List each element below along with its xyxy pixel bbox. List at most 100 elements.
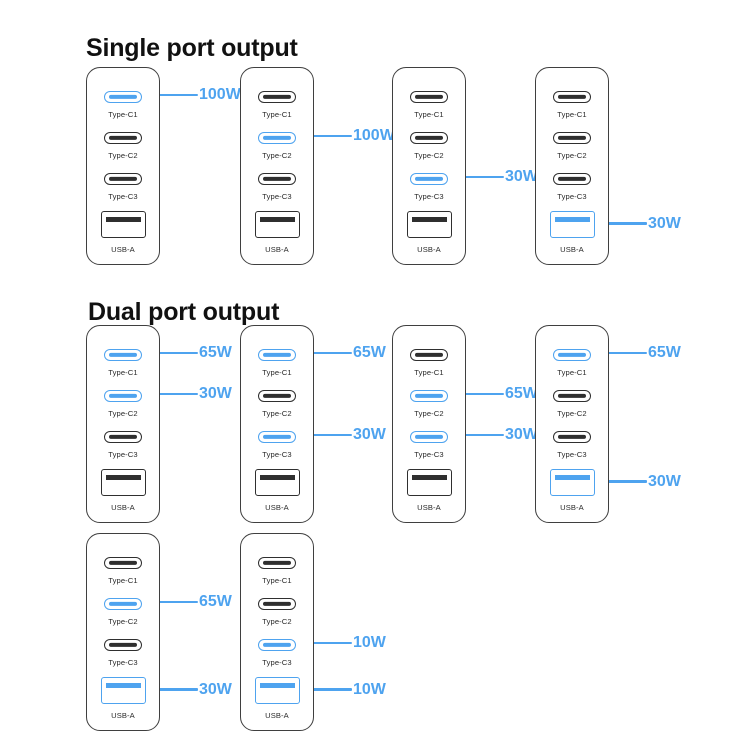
port-label: USB-A [111, 502, 135, 512]
usb-a-port-icon [254, 211, 300, 238]
port-c1-dual-6: Type-C1 [241, 556, 313, 585]
type-c-port-icon [258, 91, 296, 103]
usb-a-port-icon [406, 211, 452, 238]
wattage-label: 30W [505, 168, 538, 185]
port-label: Type-C1 [414, 367, 444, 377]
port-label: Type-C2 [108, 616, 138, 626]
port-label: USB-A [111, 710, 135, 720]
port-label: Type-C3 [108, 657, 138, 667]
type-c-port-icon [553, 349, 591, 361]
port-c2-dual-1: Type-C2 [87, 389, 159, 418]
port-label: Type-C2 [262, 408, 292, 418]
port-c3-single-1: Type-C3 [87, 172, 159, 201]
port-c1-single-4: Type-C1 [536, 90, 608, 119]
type-c-port-icon [104, 390, 142, 402]
type-c-port-icon [410, 431, 448, 443]
usb-a-port-icon [549, 469, 595, 496]
port-c2-dual-4: Type-C2 [536, 389, 608, 418]
section-title-single-port: Single port output [86, 33, 298, 62]
port-c1-dual-2: Type-C1 [241, 348, 313, 377]
type-c-port-icon [104, 557, 142, 569]
port-label: USB-A [265, 710, 289, 720]
port-c3-dual-4: Type-C3 [536, 430, 608, 459]
usb-a-port-icon [254, 677, 300, 704]
port-label: Type-C1 [414, 109, 444, 119]
type-c-port-icon [553, 431, 591, 443]
wattage-label: 30W [648, 472, 681, 490]
type-c-port-icon [553, 173, 591, 185]
port-c2-dual-2: Type-C2 [241, 389, 313, 418]
port-c3-dual-3: Type-C3 [393, 430, 465, 459]
port-label: Type-C2 [557, 408, 587, 418]
port-label: Type-C3 [414, 191, 444, 201]
port-label: USB-A [417, 502, 441, 512]
usb-a-port-icon [549, 211, 595, 238]
wattage-label: 30W [505, 426, 538, 443]
type-c-port-icon [410, 132, 448, 144]
port-c3-dual-6: Type-C3 [241, 638, 313, 667]
usb-a-port-icon [100, 469, 146, 496]
port-label: Type-C3 [262, 449, 292, 459]
port-label: Type-C3 [557, 191, 587, 201]
type-c-port-icon [104, 132, 142, 144]
port-label: Type-C1 [262, 575, 292, 585]
type-c-port-icon [258, 557, 296, 569]
port-label: Type-C1 [262, 109, 292, 119]
type-c-port-icon [104, 349, 142, 361]
port-c3-dual-1: Type-C3 [87, 430, 159, 459]
port-c1-single-1: Type-C1 [87, 90, 159, 119]
port-c1-single-2: Type-C1 [241, 90, 313, 119]
port-label: USB-A [560, 244, 584, 254]
wattage-label: 65W [505, 385, 538, 402]
port-label: Type-C2 [108, 408, 138, 418]
port-usba-dual-5: USB-A [87, 677, 159, 720]
port-c2-single-1: Type-C2 [87, 131, 159, 160]
port-label: Type-C1 [108, 575, 138, 585]
port-label: Type-C3 [557, 449, 587, 459]
port-label: Type-C3 [414, 449, 444, 459]
port-label: USB-A [111, 244, 135, 254]
wattage-label: 30W [648, 214, 681, 232]
port-c3-single-2: Type-C3 [241, 172, 313, 201]
port-c2-single-2: Type-C2 [241, 131, 313, 160]
port-label: Type-C1 [108, 109, 138, 119]
type-c-port-icon [104, 598, 142, 610]
port-label: Type-C2 [262, 150, 292, 160]
wattage-label: 30W [199, 680, 232, 698]
type-c-port-icon [410, 91, 448, 103]
wattage-label: 100W [199, 86, 241, 103]
wattage-label: 100W [353, 127, 395, 144]
port-label: USB-A [417, 244, 441, 254]
type-c-port-icon [553, 132, 591, 144]
wattage-label: 30W [353, 426, 386, 443]
type-c-port-icon [258, 173, 296, 185]
usb-a-port-icon [406, 469, 452, 496]
wattage-label: 10W [353, 680, 386, 698]
port-label: Type-C3 [108, 191, 138, 201]
port-label: USB-A [560, 502, 584, 512]
port-c1-dual-1: Type-C1 [87, 348, 159, 377]
type-c-port-icon [410, 390, 448, 402]
usb-a-port-icon [254, 469, 300, 496]
port-usba-single-3: USB-A [393, 211, 465, 254]
port-c2-dual-3: Type-C2 [393, 389, 465, 418]
usb-a-port-icon [100, 211, 146, 238]
type-c-port-icon [258, 431, 296, 443]
port-label: USB-A [265, 244, 289, 254]
wattage-label: 65W [353, 344, 386, 361]
wattage-label: 65W [199, 344, 232, 361]
port-c1-dual-4: Type-C1 [536, 348, 608, 377]
type-c-port-icon [258, 390, 296, 402]
usb-a-port-icon [100, 677, 146, 704]
wattage-label: 65W [199, 593, 232, 610]
section-title-dual-port: Dual port output [88, 297, 280, 326]
